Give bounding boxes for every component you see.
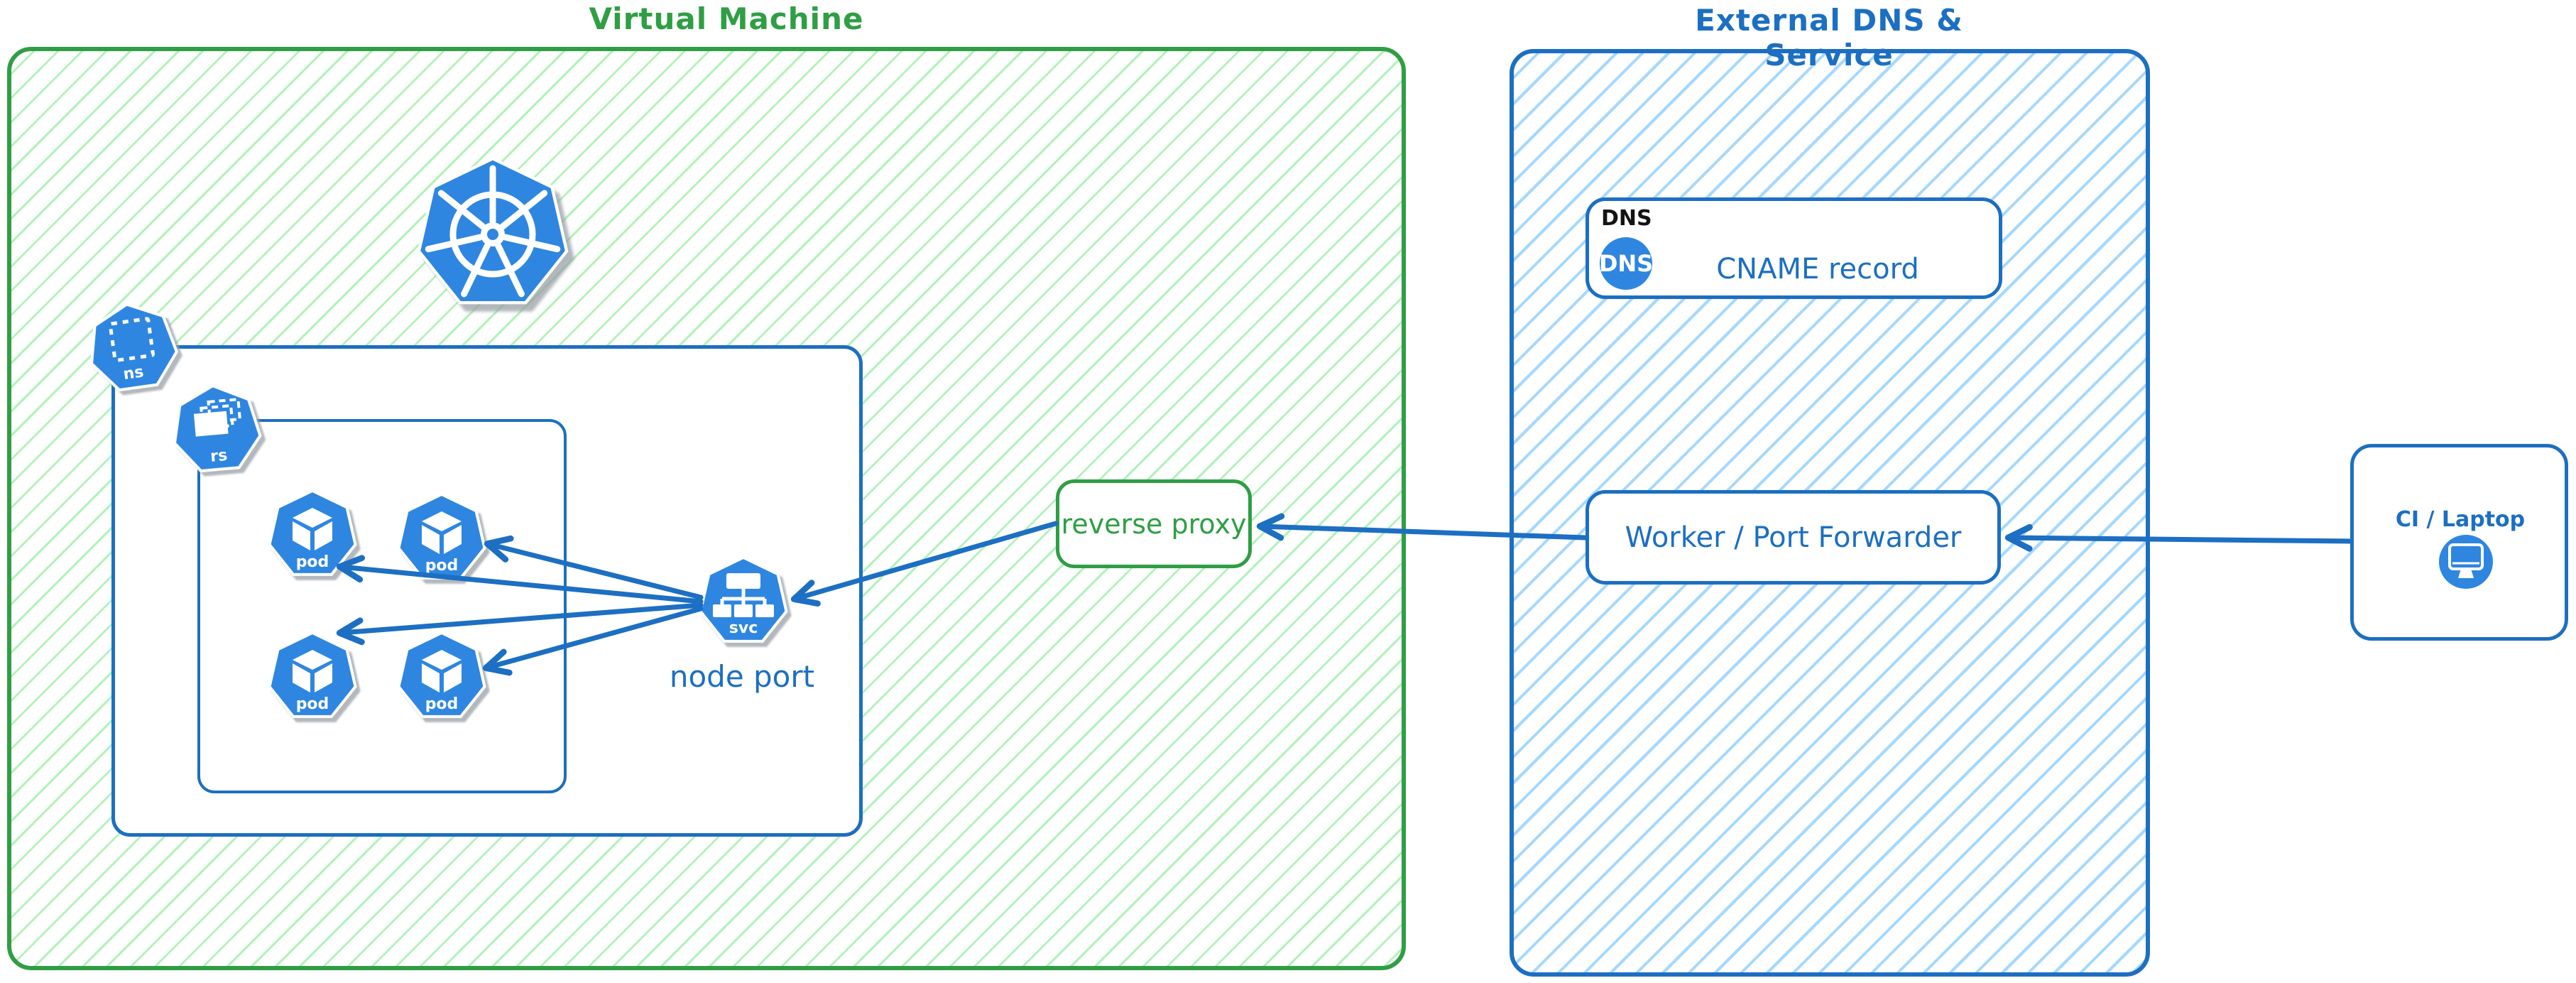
reverse-proxy-box: reverse proxy [1056,479,1252,568]
dns-record-box [1586,197,2002,299]
ci-laptop-label: CI / Laptop [2395,507,2526,532]
worker-port-forwarder-box: Worker / Port Forwarder [1586,490,2001,585]
cname-record-label: CNAME record [1716,253,1919,286]
replicaset-box [197,419,567,793]
ci-laptop-box [2350,444,2568,641]
dns-tag-label: DNS [1601,206,1652,231]
virtual-machine-title: Virtual Machine [589,1,864,36]
external-dns-service-title: External DNS & Service [1695,3,1963,72]
reverse-proxy-label: reverse proxy [1061,508,1247,540]
node-port-caption: node port [669,659,815,694]
worker-port-forwarder-label: Worker / Port Forwarder [1625,521,1962,554]
